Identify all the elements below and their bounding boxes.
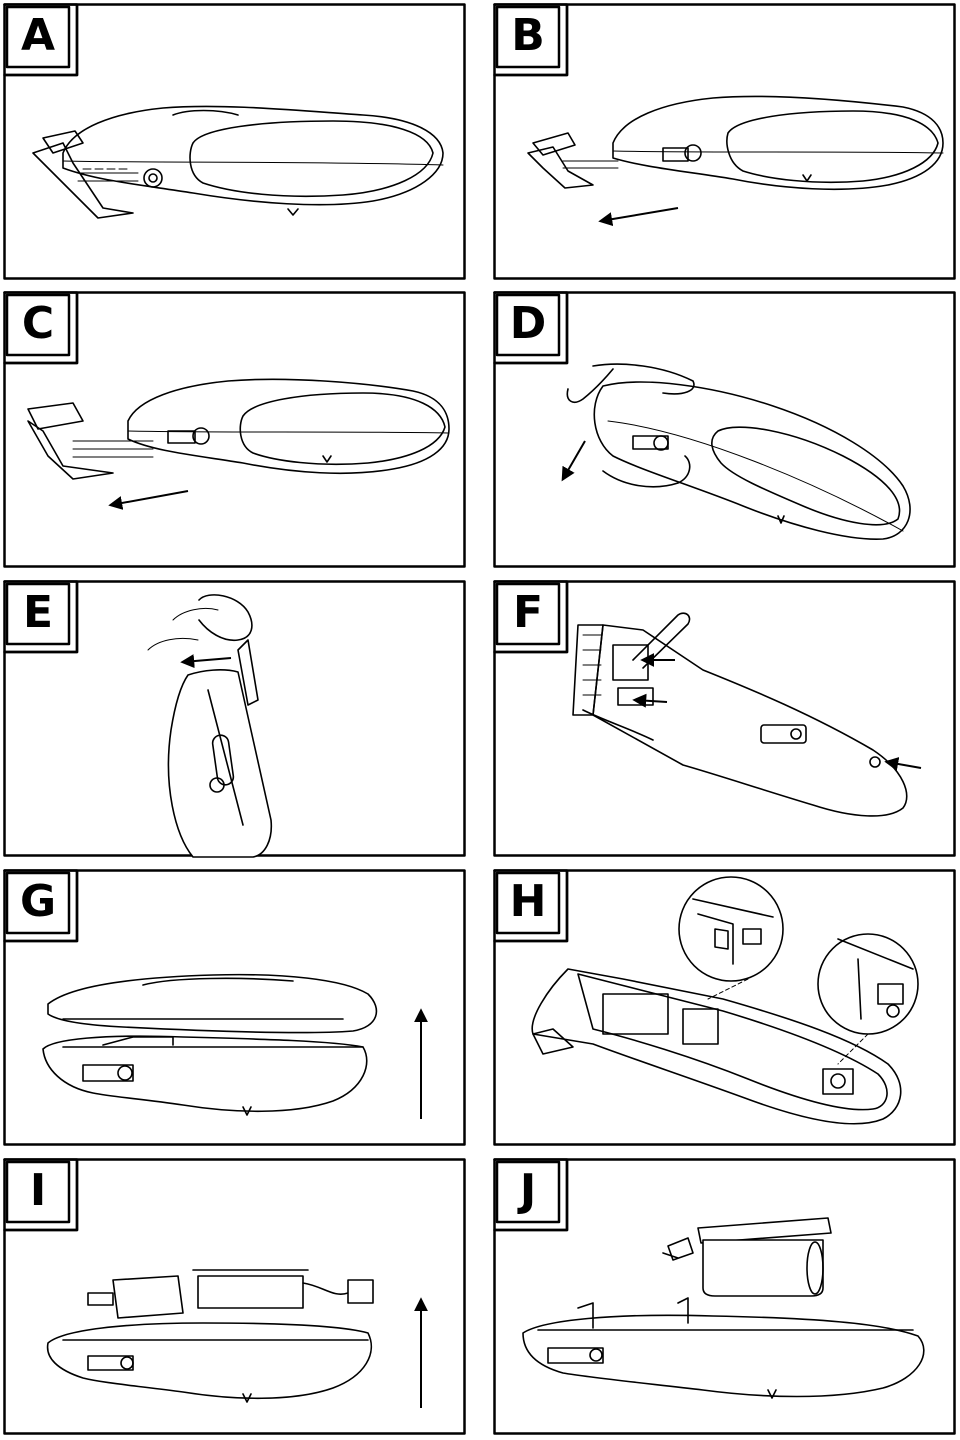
panel-label: C (21, 298, 55, 349)
panel-label: B (511, 10, 545, 61)
panel-label: D (509, 298, 547, 349)
panel-c: C (3, 291, 466, 568)
frame (3, 869, 466, 1146)
panel-d: D (493, 291, 956, 568)
panel-label: I (29, 1165, 47, 1216)
panel-label: E (22, 587, 54, 638)
trimmer-side-view (527, 95, 944, 227)
panel-i: I (3, 1158, 466, 1435)
frame (493, 580, 956, 857)
trimmer-in-hand (561, 363, 911, 540)
panel-a: A (3, 3, 466, 280)
frame (3, 580, 466, 857)
panel-label: G (19, 876, 57, 927)
frame (493, 869, 956, 1146)
frame (493, 1158, 956, 1435)
frame (3, 291, 466, 568)
housing-separation (42, 973, 428, 1119)
panel-e: E (3, 580, 466, 858)
panel-label: J (519, 1165, 537, 1216)
trimmer-side-view (32, 105, 444, 219)
panel-label: H (509, 876, 547, 927)
internal-latches-view (531, 876, 919, 1125)
motor-and-battery-removal (46, 1269, 428, 1408)
panel-h: H (493, 869, 956, 1146)
trimmer-side-view (27, 378, 450, 510)
panel-f: F (493, 580, 956, 857)
frame (493, 3, 956, 280)
panel-g: G (3, 869, 466, 1146)
blade-removal-detail (147, 594, 273, 858)
frame (3, 1158, 466, 1435)
panel-b: B (493, 3, 956, 280)
screw-removal-view (572, 612, 922, 817)
panel-j: J (493, 1158, 956, 1435)
frame (493, 291, 956, 568)
battery-exposed-view (522, 1217, 925, 1399)
panel-label: A (20, 10, 56, 61)
panel-label: F (512, 587, 544, 638)
frame (3, 3, 466, 280)
